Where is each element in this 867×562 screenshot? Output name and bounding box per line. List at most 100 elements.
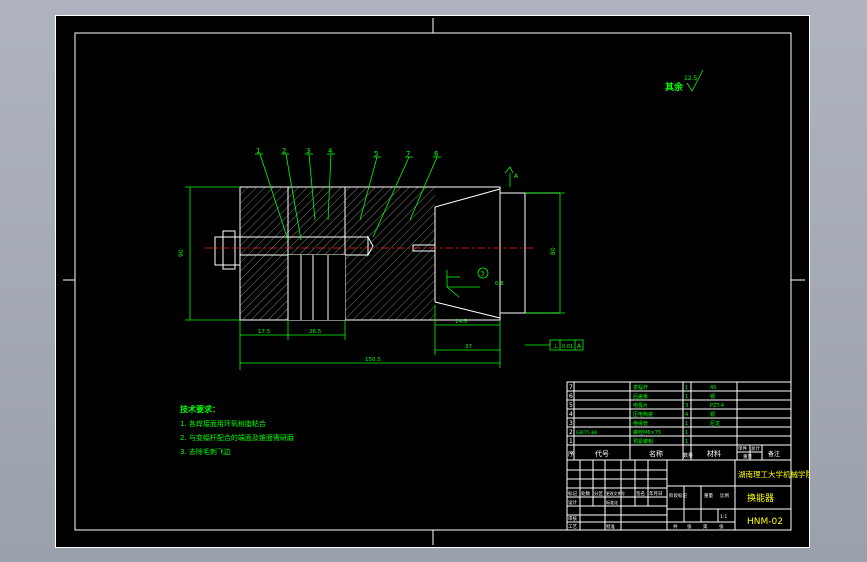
balloon-4: 4	[328, 147, 333, 155]
bom-header: 序 代号 名称 数量 材料 单件 总计 重量 备注	[568, 445, 780, 460]
bom-row-7-no: 1	[569, 438, 573, 445]
datum-flag	[504, 166, 514, 174]
cone-upper	[434, 188, 501, 208]
dim-left-height: 90	[178, 249, 185, 257]
bom-row-4-no: 4	[569, 411, 573, 418]
svg-text:0.01: 0.01	[562, 344, 573, 350]
bom-row-5-no: 3	[569, 420, 573, 427]
bom-row-1-no: 7	[569, 384, 573, 391]
dim-total: 150.5	[365, 357, 381, 363]
bolt-nut	[214, 236, 241, 266]
bom-row-2-name: 后盖板	[633, 393, 648, 400]
bom-row-1-material: 45	[710, 385, 716, 391]
balloon-7: 7	[406, 150, 410, 158]
dim-right-height: 80	[550, 247, 557, 255]
horn-hatch	[345, 187, 435, 320]
balloon-leaders	[255, 153, 441, 241]
svg-text:更改文件号: 更改文件号	[606, 491, 625, 496]
bom-row-7-qty: 1	[685, 439, 688, 445]
drawing-number: HNM-02	[747, 517, 783, 527]
bom-row-5-qty: 1	[685, 421, 688, 427]
bom-header-weight: 重量	[743, 453, 752, 460]
svg-text:阶段标记: 阶段标记	[669, 492, 687, 499]
dim-c: 14.5	[455, 319, 468, 325]
svg-text:⊥: ⊥	[553, 343, 558, 350]
scale-value: 1:1	[720, 514, 727, 520]
bom-header-code: 代号	[595, 449, 609, 458]
bom-header-total: 总计	[751, 445, 760, 452]
dim-a: 17.5	[258, 329, 271, 335]
title-block	[566, 459, 792, 531]
svg-text:工艺: 工艺	[568, 524, 577, 530]
bom-row-1-qty: 1	[685, 385, 688, 391]
sheet-outer-border	[55, 15, 810, 548]
bom-row-5-material: 尼龙	[710, 420, 720, 427]
roughness-symbol: 其余 12.5	[665, 69, 704, 93]
svg-text:设计: 设计	[568, 499, 577, 506]
svg-text:张: 张	[719, 523, 724, 530]
bom-header-material: 材料	[707, 449, 721, 458]
technical-notes: 技术要求： 1. 各焊接面用环氧树脂粘合 2. 与变幅杆配合的端面及锥面需研磨 …	[180, 404, 294, 456]
bom-row-2-material: 钢	[710, 393, 715, 400]
balloon-labels: 1 2 3 4 5 7 6	[256, 147, 439, 158]
bolt-head	[222, 230, 236, 270]
svg-text:比例: 比例	[720, 492, 729, 499]
balloon-5: 5	[374, 150, 378, 158]
balloon-3: 3	[306, 147, 310, 155]
tolerance-frame	[549, 339, 584, 351]
svg-text:签名: 签名	[636, 490, 645, 497]
roughness-label: 其余	[665, 81, 684, 93]
bom-row-6-no: 2	[569, 429, 573, 436]
bom-row-3-qty: 3	[685, 403, 688, 409]
balloon-6: 6	[434, 150, 439, 158]
svg-text:A: A	[577, 343, 582, 350]
drawing-sheet[interactable]: 1 2 3 4 5 7 6 90 80	[55, 15, 810, 548]
dimensions: 90 80 17.5 26.5 150.5 14.	[178, 166, 584, 370]
bom-row-3-material: PZT-4	[710, 403, 724, 409]
drawing-canvas[interactable]: 1 2 3 4 5 7 6 90 80	[55, 15, 810, 548]
notes-title: 技术要求：	[180, 404, 220, 414]
bolt-tip	[367, 235, 374, 257]
bom-header-no: 序	[568, 450, 574, 458]
bom-row-6-code: GB/T5-88	[576, 430, 597, 436]
dim-b: 26.5	[309, 329, 322, 335]
transducer-section-view	[205, 186, 560, 321]
svg-text:年月日: 年月日	[649, 490, 663, 497]
title-block-text: 湖南理工大学机械学院 换能器 HNM-02 标记 处数 分区 更改文件号 签名 …	[568, 469, 810, 530]
horn-cavity	[435, 187, 500, 320]
bom-header-qty: 数量	[683, 452, 693, 459]
circle-mark	[477, 267, 489, 279]
bom-header-remark: 备注	[768, 450, 780, 458]
part-name: 换能器	[747, 492, 774, 504]
bom-row-4-name: 压电陶瓷	[633, 411, 653, 418]
balloon-2: 2	[282, 147, 286, 155]
dim-d: 37	[465, 344, 472, 350]
bom-row-4-qty: 4	[685, 412, 688, 418]
note-2: 2. 与变幅杆配合的端面及锥面需研磨	[180, 433, 294, 442]
svg-text:分区: 分区	[594, 490, 603, 497]
school-name: 湖南理工大学机械学院	[738, 469, 810, 479]
bom-row-3-no: 5	[569, 402, 573, 409]
bom-row-2-qty: 1	[685, 394, 688, 400]
svg-text:标准化: 标准化	[606, 499, 618, 505]
bom-row-4-material: 铜	[710, 411, 715, 418]
bom-header-unit: 单件	[738, 445, 747, 452]
svg-text:共: 共	[673, 523, 678, 530]
svg-text:批准: 批准	[606, 523, 615, 530]
bom-row-6-qty: 1	[685, 430, 688, 436]
bom-row-1-name: 变幅杆	[633, 384, 648, 391]
note-3: 3. 去除毛刺飞边	[180, 447, 231, 456]
bom-header-name: 名称	[649, 449, 663, 458]
balloon-1: 1	[256, 147, 260, 155]
svg-text:重量: 重量	[704, 492, 713, 499]
bom-row-5-name: 绝缘管	[633, 420, 648, 427]
flange-outline	[499, 192, 526, 314]
note-1: 1. 各焊接面用环氧树脂粘合	[180, 419, 266, 428]
surface-mark: 0.8	[495, 281, 504, 287]
svg-text:审核: 审核	[568, 515, 577, 522]
roughness-value: 12.5	[684, 75, 698, 82]
svg-text:标记: 标记	[568, 490, 577, 497]
bom-table	[566, 381, 792, 461]
